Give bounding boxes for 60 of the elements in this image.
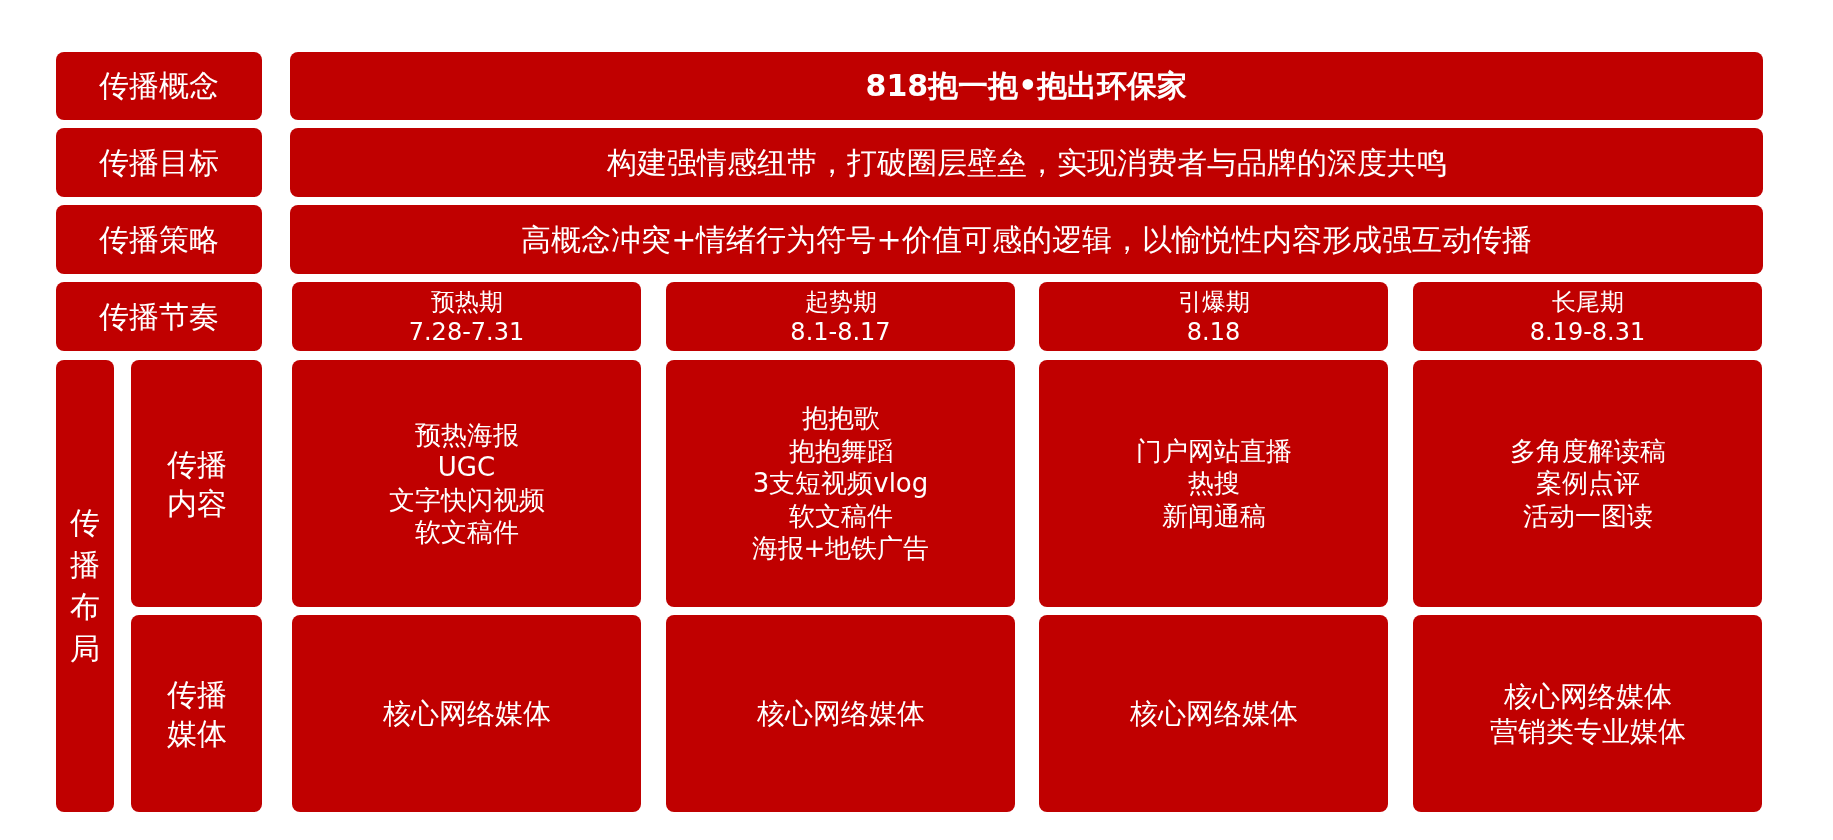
cell-text: 核心网络媒体 [1503, 678, 1672, 714]
media-box [666, 615, 1015, 812]
row-header-box [56, 282, 262, 351]
cell-text: 8.1-8.17 [790, 316, 891, 347]
cell-text: 新闻通稿 [1161, 499, 1266, 533]
cell-text: 传播布局 [70, 504, 100, 668]
cell-text: 传播媒体 [165, 675, 228, 753]
cell-text: UGC [437, 451, 496, 484]
cell-text: 文字快闪视频 [388, 483, 545, 516]
cell-text: 8.18 [1186, 316, 1241, 347]
cell-text: 核心网络媒体 [1129, 696, 1298, 731]
cell-text: 案例点评 [1535, 467, 1640, 500]
row-header-box [56, 52, 262, 120]
cell-text: 预热期 [430, 286, 503, 317]
phase-box [666, 282, 1015, 351]
cell-text: 软文稿件 [788, 499, 893, 533]
cell-text: 传播节奏 [99, 297, 219, 336]
vertical-header-box [56, 360, 114, 812]
cell-text: 构建强情感纽带，打破圈层壁垒，实现消费者与品牌的深度共鸣 [606, 143, 1447, 182]
cell-text: 引爆期 [1177, 286, 1250, 317]
cell-text: 抱抱歌 [801, 402, 880, 435]
content-box [1039, 360, 1388, 607]
cell-text: 起势期 [804, 286, 877, 317]
cell-text: 多角度解读稿 [1509, 434, 1666, 468]
phase-box [1413, 282, 1762, 351]
cell-text: 核心网络媒体 [756, 696, 925, 731]
cell-text: 传播内容 [165, 445, 228, 523]
cell-text: 818抱一抱•抱出环保家 [865, 67, 1188, 105]
sub-header-box [131, 615, 262, 812]
cell-text: 门户网站直播 [1135, 434, 1292, 468]
cell-text: 高概念冲突+情绪行为符号+价值可感的逻辑，以愉悦性内容形成强互动传播 [521, 220, 1532, 259]
row-header-box [56, 128, 262, 197]
cell-text: 热搜 [1187, 467, 1240, 500]
cell-text: 活动一图读 [1522, 499, 1653, 533]
cell-text: 传播策略 [99, 220, 219, 259]
cell-text: 营销类专业媒体 [1489, 713, 1686, 749]
media-box [292, 615, 641, 812]
cell-text: 传播目标 [99, 143, 219, 182]
cell-text: 传播概念 [99, 67, 219, 105]
concept-banner [290, 52, 1763, 120]
phase-box [1039, 282, 1388, 351]
cell-text: 抱抱舞蹈 [788, 434, 893, 468]
cell-text: 8.19-8.31 [1529, 316, 1646, 347]
row-header-box [56, 205, 262, 274]
content-box [666, 360, 1015, 607]
media-box [1413, 615, 1762, 812]
cell-text: 海报+地铁广告 [751, 532, 930, 565]
phase-box [292, 282, 641, 351]
media-box [1039, 615, 1388, 812]
content-box [292, 360, 641, 607]
cell-text: 预热海报 [414, 418, 519, 451]
strategy-banner [290, 205, 1763, 274]
content-box [1413, 360, 1762, 607]
cell-text: 3支短视频vlog [752, 467, 929, 500]
cell-text: 核心网络媒体 [382, 696, 551, 731]
cell-text: 软文稿件 [414, 516, 519, 549]
sub-header-box [131, 360, 262, 607]
cell-text: 7.28-7.31 [408, 316, 525, 347]
goal-banner [290, 128, 1763, 197]
cell-text: 长尾期 [1551, 286, 1624, 317]
